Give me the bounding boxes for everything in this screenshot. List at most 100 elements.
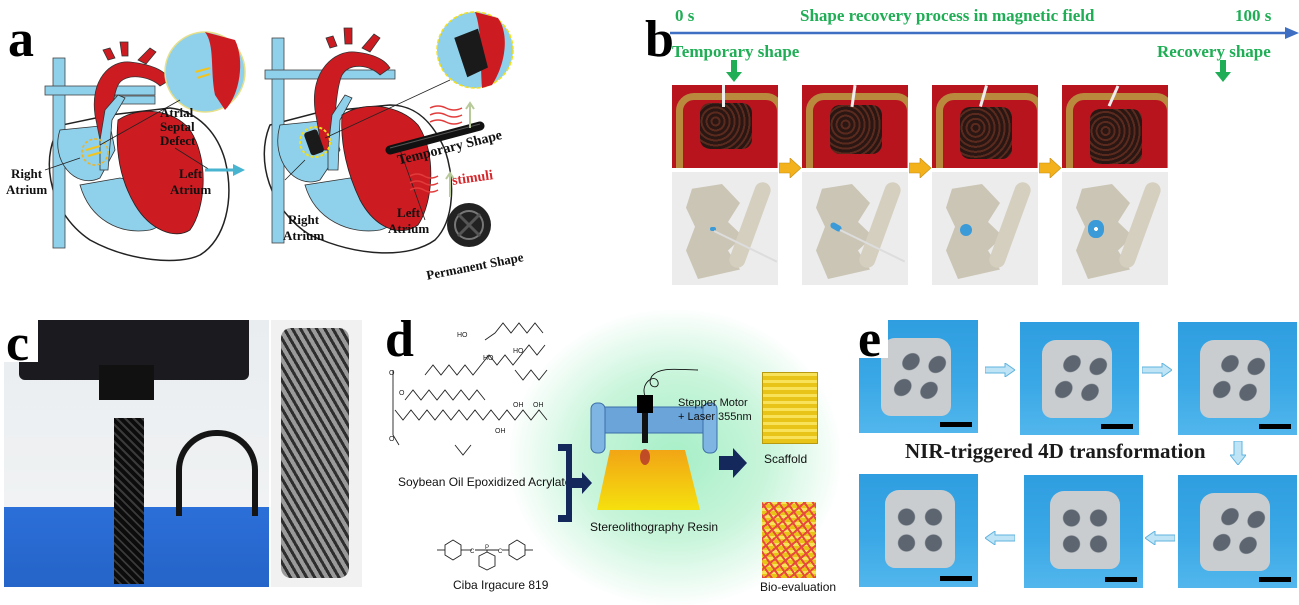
right-atrium-label-left: Right Atrium	[6, 166, 47, 198]
panel-e-label-bg	[858, 316, 888, 358]
transition-arrow-icon	[205, 164, 245, 176]
defect-line3: Defect	[160, 133, 196, 148]
scaffold-holes	[893, 504, 947, 556]
bracket-arrow-icon	[558, 444, 592, 522]
bio-evaluation-label: Bio-evaluation	[760, 580, 837, 594]
soybean-oil-structure: HO HO HO OH OH OH O O O	[389, 322, 548, 456]
stepper-motor-label: Stepper Motor + Laser 355nm	[678, 396, 752, 424]
scale-bar	[1259, 424, 1291, 429]
chem-o-2: O	[399, 390, 405, 397]
permanent-shape-occluder	[447, 203, 491, 247]
defect-line1: Atrial	[160, 105, 194, 120]
magnet-coil-photo	[932, 85, 1038, 168]
ciba-structure: C P C	[437, 539, 533, 571]
nir-frame-photo	[1178, 322, 1297, 435]
vertebra-render	[802, 172, 908, 285]
scaffold-image	[762, 372, 818, 444]
magnet-coil-photo	[802, 85, 908, 168]
nir-frame-photo	[1178, 475, 1297, 588]
orange-arrow-icon	[1039, 158, 1061, 178]
magnet-coil-photo	[672, 85, 778, 168]
sla-printer-illustration	[590, 395, 718, 510]
cable	[176, 430, 258, 516]
scaffold-holes	[1058, 505, 1112, 557]
defect-line2: Septal	[160, 119, 195, 134]
left-atrium-line2: Atrium	[388, 221, 430, 236]
finished-stent	[281, 328, 349, 578]
right-arrow-icon-d	[719, 448, 747, 478]
nir-frame-photo	[1024, 475, 1143, 588]
down-arrow-icon-end	[1215, 60, 1231, 82]
laser-cable	[643, 368, 699, 397]
left-atrium-line2: Atrium	[170, 182, 212, 197]
left-arrow-icon	[985, 531, 1015, 545]
panel-label-c: c	[6, 315, 30, 372]
panel-label-e: e	[858, 311, 882, 368]
left-atrium-line1: Left	[397, 205, 421, 220]
vertebra-process	[987, 179, 1033, 271]
right-atrium-label-right: Right Atrium	[283, 212, 324, 244]
left-atrium-label-right: Left Atrium	[388, 205, 429, 237]
temporary-shape-rod	[385, 121, 485, 155]
temporary-shape-caption: Temporary shape	[672, 42, 800, 61]
timeline-end: 100 s	[1235, 6, 1272, 25]
chem-o-1: O	[389, 370, 395, 377]
scaffold-lattice	[830, 105, 882, 154]
bio-evaluation-image	[762, 502, 816, 578]
right-atrium-line1: Right	[288, 212, 320, 227]
chem-p: P	[485, 545, 489, 551]
right-arrow-icon	[985, 363, 1015, 377]
chem-oh-2: OH	[533, 402, 544, 409]
coil	[806, 93, 908, 168]
right-atrium-line1: Right	[11, 166, 43, 181]
atrial-septal-defect-label: Atrial Septal Defect	[160, 106, 195, 148]
left-atrium-line1: Left	[179, 166, 203, 181]
scale-bar	[1101, 424, 1133, 429]
magnet-coil-photo	[1062, 85, 1168, 168]
resin-label: Stereolithography Resin	[590, 520, 719, 534]
printer-nozzle	[99, 365, 154, 400]
vertebra-render	[932, 172, 1038, 285]
scale-bar	[940, 422, 972, 427]
vertebra-render	[1062, 172, 1168, 285]
down-arrow-icon	[1230, 441, 1246, 465]
chem-ho-2: HO	[483, 355, 494, 362]
scale-bar	[1259, 577, 1291, 582]
chem-oh-1: OH	[513, 402, 524, 409]
stimuli-arrows-icon-lower	[409, 171, 455, 197]
nir-title: NIR-triggered 4D transformation	[905, 439, 1206, 463]
soybean-label: Soybean Oil Epoxidized Acrylate	[398, 475, 572, 489]
stent-photo	[271, 320, 362, 587]
scaffold-lattice	[1090, 109, 1142, 164]
nir-frame-photo	[1020, 322, 1139, 435]
scale-bar	[940, 576, 972, 581]
printing-photo	[4, 320, 269, 587]
printed-stent	[114, 418, 144, 584]
coil	[676, 93, 778, 168]
chem-c-2: C	[498, 549, 503, 555]
chem-oh-3: OH	[495, 428, 506, 435]
scaffold-label: Scaffold	[764, 452, 808, 466]
timeline-arrow	[670, 27, 1299, 39]
down-arrow-icon-start	[726, 60, 742, 82]
left-atrium-label-left: Left Atrium	[170, 166, 211, 198]
scale-bar	[1105, 577, 1137, 582]
ciba-label: Ciba Irgacure 819	[453, 578, 549, 592]
panel-label-b: b	[645, 11, 674, 68]
holder-rod	[722, 85, 725, 107]
nir-frame-photo	[859, 474, 978, 587]
stepper-line2: + Laser 355nm	[678, 411, 752, 423]
coil	[1066, 93, 1168, 168]
orange-arrow-icon	[779, 158, 801, 178]
right-atrium-line2: Atrium	[283, 228, 325, 243]
stepper-line1: Stepper Motor	[678, 397, 748, 409]
chem-c-1: C	[470, 549, 475, 555]
orange-arrow-icon	[909, 158, 931, 178]
heart-diagram-defect	[44, 31, 246, 262]
right-arrow-icon	[1142, 363, 1172, 377]
scaffold-lattice	[700, 103, 752, 149]
panel-label-a: a	[8, 11, 34, 68]
vertebra-render	[672, 172, 778, 285]
chem-o-3: O	[389, 436, 395, 443]
scaffold-lattice	[960, 107, 1012, 159]
